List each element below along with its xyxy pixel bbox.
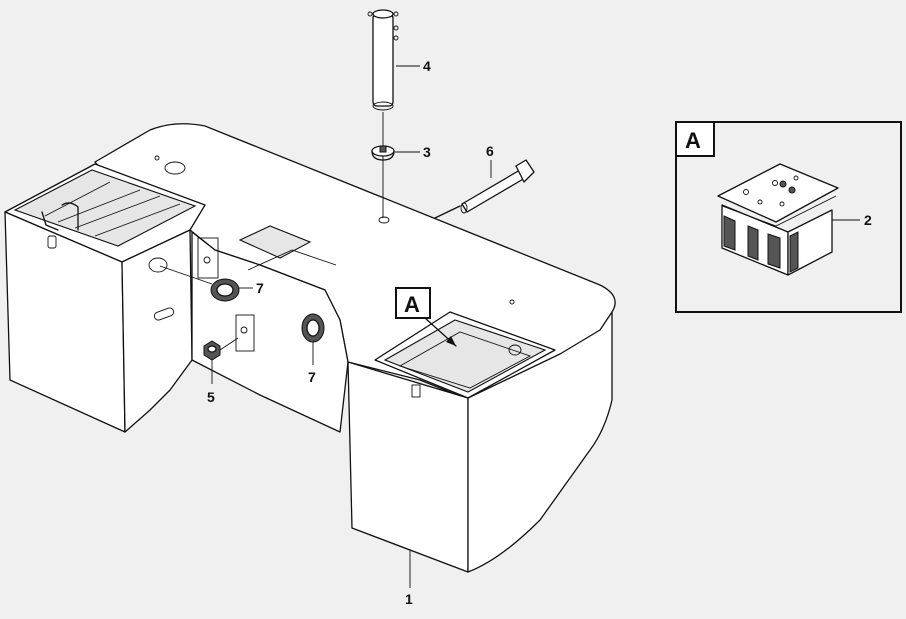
callout-4: 4 xyxy=(423,58,431,74)
callout-7b: 7 xyxy=(308,369,316,385)
callout-3: 3 xyxy=(423,144,431,160)
callout-2: 2 xyxy=(864,212,872,228)
view-marker-a: A xyxy=(395,287,457,347)
leader-7a-in xyxy=(159,265,213,285)
gasket-ring-right xyxy=(301,313,325,343)
detail-view-label: A xyxy=(685,128,701,153)
view-marker-label: A xyxy=(404,292,420,317)
hose-clamp xyxy=(371,145,395,161)
callout-7a: 7 xyxy=(256,280,264,296)
callout-1: 1 xyxy=(405,591,413,607)
nut xyxy=(203,337,239,361)
bolt xyxy=(460,159,535,214)
callout-5: 5 xyxy=(207,389,215,405)
filler-pipe xyxy=(367,9,399,218)
tank-body xyxy=(4,123,616,573)
gasket-ring-left xyxy=(210,278,240,302)
detail-view-a: A 2 xyxy=(675,121,902,313)
callout-6: 6 xyxy=(486,143,494,159)
battery xyxy=(717,163,839,276)
